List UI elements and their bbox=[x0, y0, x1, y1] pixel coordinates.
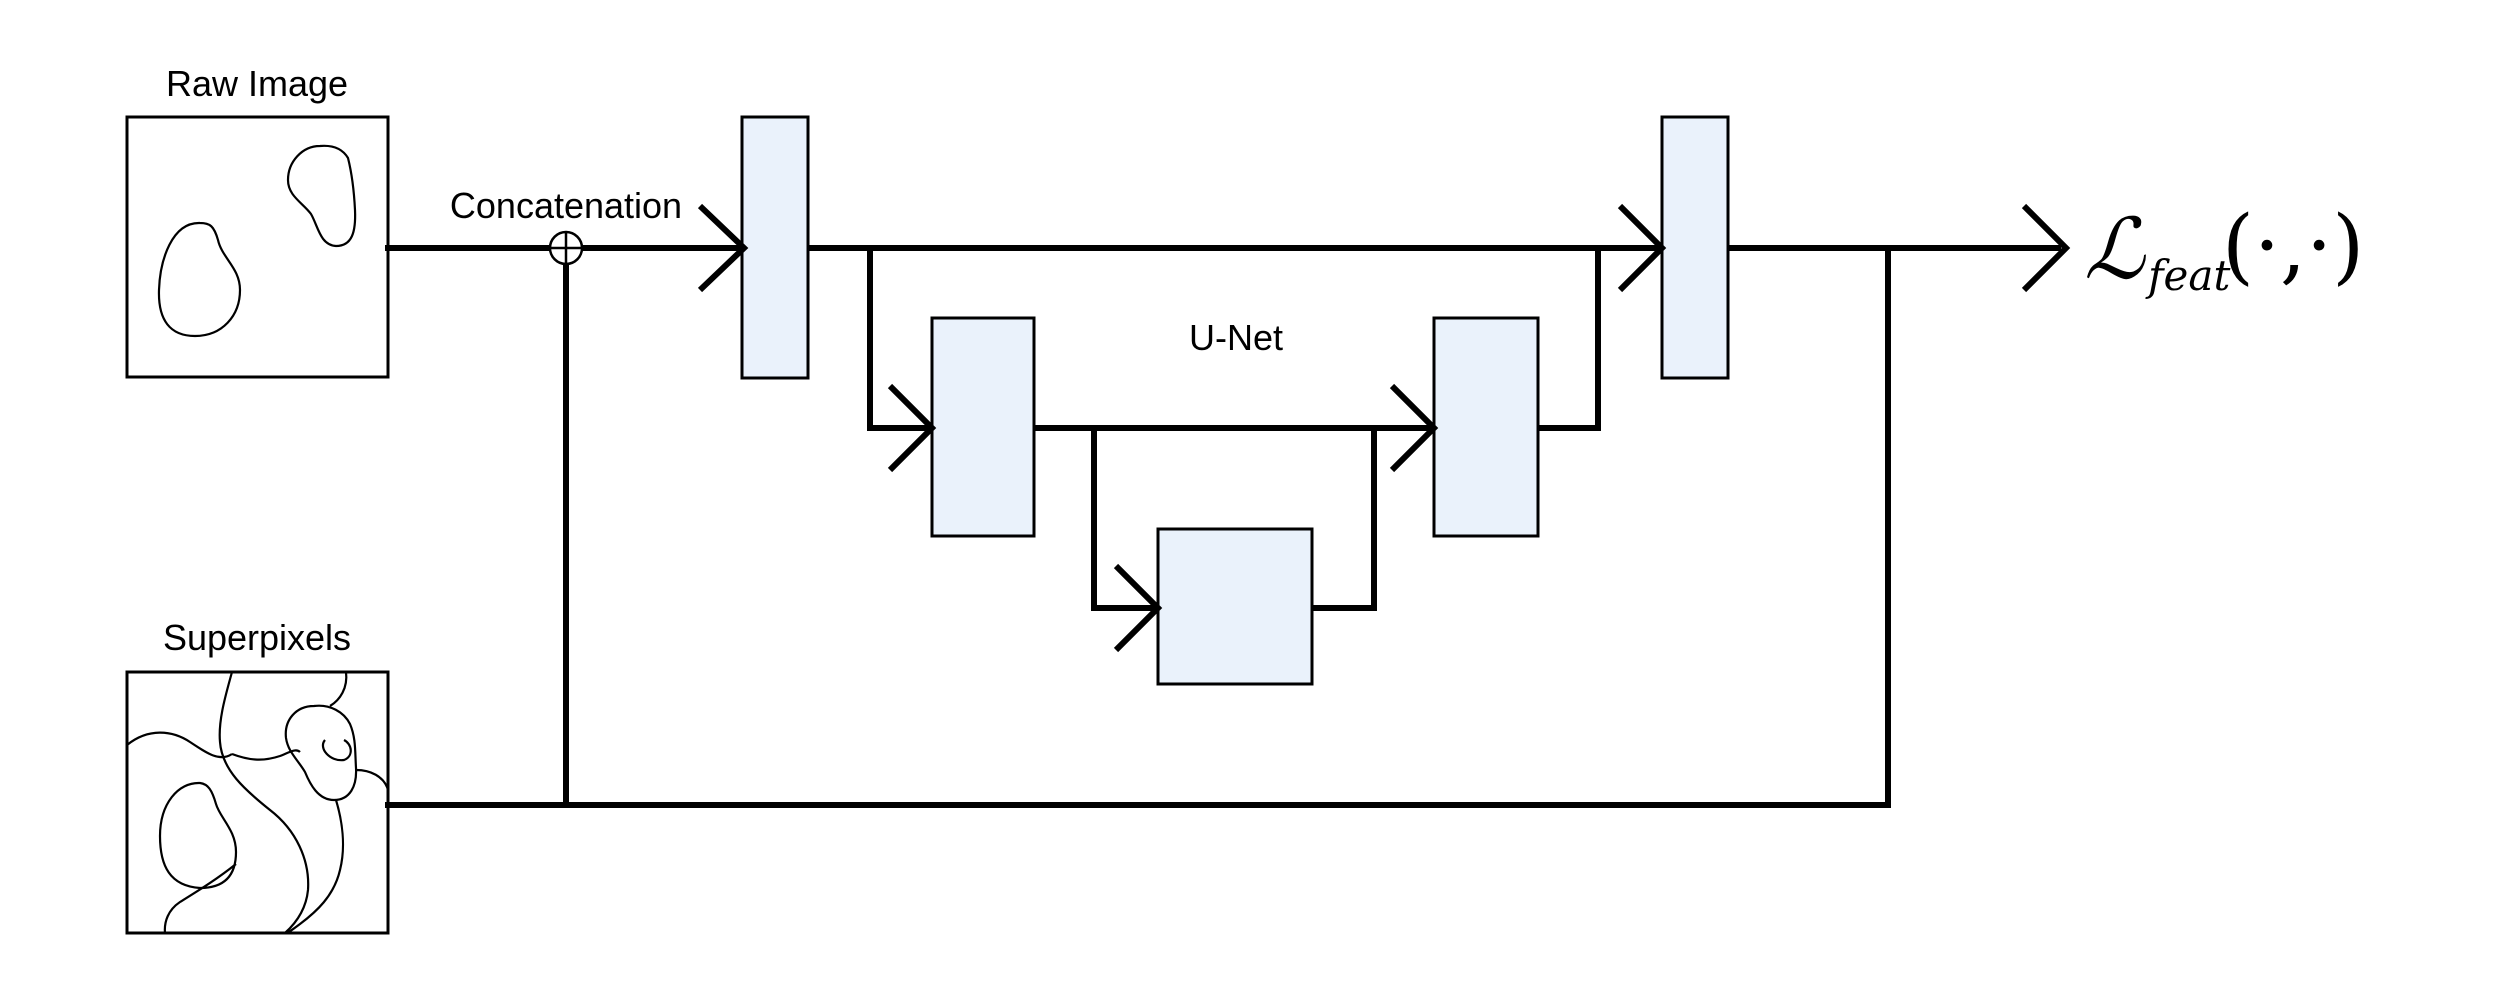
loss-arguments: (·,·) bbox=[2222, 199, 2364, 294]
feature-loss-output: ℒ feat (·,·) bbox=[2084, 199, 2364, 300]
circled-plus-icon bbox=[548, 230, 584, 266]
decoder-block-1 bbox=[1660, 115, 1730, 380]
concatenation-label: Concatenation bbox=[450, 185, 682, 226]
encoder-block-2 bbox=[930, 316, 1036, 538]
decoder-block-2 bbox=[1432, 316, 1540, 538]
superpixels-label: Superpixels bbox=[163, 617, 351, 658]
loss-symbol: ℒ bbox=[2084, 200, 2146, 298]
raw-image-label: Raw Image bbox=[166, 63, 348, 104]
connection-lines bbox=[385, 245, 2061, 808]
chevron-right-icon bbox=[697, 203, 2071, 653]
unet-label: U-Net bbox=[1189, 317, 1283, 358]
encoder-block-1 bbox=[740, 115, 810, 380]
loss-subscript: feat bbox=[2145, 251, 2230, 300]
superpixels-thumbnail bbox=[125, 670, 390, 935]
raw-image-thumbnail bbox=[125, 115, 390, 379]
concatenation-node bbox=[548, 230, 584, 266]
bottleneck-block bbox=[1156, 527, 1314, 686]
